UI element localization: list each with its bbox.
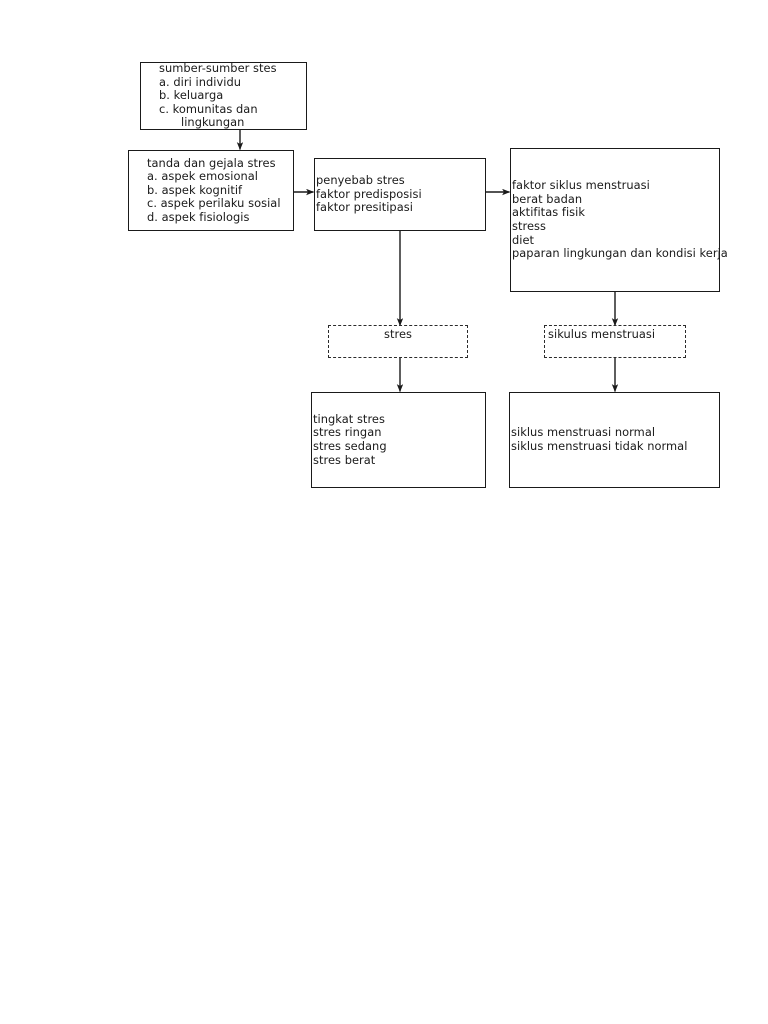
node-line: stres sedang: [313, 439, 387, 453]
node-penyebab-stres[interactable]: penyebab stres faktor predisposisi fakto…: [314, 158, 486, 231]
node-line: a. diri individu: [159, 74, 242, 89]
node-line: berat badan: [512, 191, 583, 206]
node-line: lingkungan: [181, 115, 245, 130]
node-line: aktifitas fisik: [512, 205, 586, 220]
node-faktor-siklus-menstruasi[interactable]: faktor siklus menstruasi berat badan akt…: [510, 148, 728, 292]
node-line: paparan lingkungan dan kondisi kerja: [512, 246, 728, 261]
node-line: faktor siklus menstruasi: [512, 178, 650, 193]
node-line: faktor presitipasi: [316, 200, 413, 215]
node-line: sumber-sumber stes: [159, 62, 277, 76]
node-line: tingkat stres: [313, 411, 385, 426]
node-sumber-sumber-stes[interactable]: sumber-sumber stes a. diri individu b. k…: [140, 62, 307, 130]
node-line: siklus menstruasi tidak normal: [511, 439, 688, 453]
node-line: c. aspek perilaku sosial: [147, 196, 281, 211]
node-line: stres: [383, 327, 413, 341]
node-line: sikulus menstruasi: [548, 327, 656, 341]
node-line: diet: [512, 232, 535, 247]
node-sikulus-menstruasi[interactable]: sikulus menstruasi: [544, 325, 686, 358]
node-line: c. komunitas dan: [159, 101, 258, 116]
node-line: siklus menstruasi normal: [511, 425, 656, 440]
node-line: penyebab stres: [316, 173, 405, 188]
node-tingkat-stres[interactable]: tingkat stres stres ringan stres sedang …: [311, 392, 486, 488]
node-stres[interactable]: stres: [328, 325, 468, 358]
node-siklus-menstruasi-hasil[interactable]: siklus menstruasi normal siklus menstrua…: [509, 392, 720, 488]
node-line: stress: [512, 219, 547, 233]
node-line: stres ringan: [313, 425, 382, 440]
node-line: stres berat: [313, 452, 376, 467]
node-tanda-dan-gejala-stres[interactable]: tanda dan gejala stres a. aspek emosiona…: [128, 150, 294, 231]
node-line: d. aspek fisiologis: [147, 209, 250, 224]
node-line: b. keluarga: [159, 88, 224, 103]
node-line: b. aspek kognitif: [147, 182, 243, 197]
node-line: a. aspek emosional: [147, 169, 258, 184]
node-line: tanda dan gejala stres: [147, 155, 276, 170]
node-line: faktor predisposisi: [316, 186, 422, 201]
